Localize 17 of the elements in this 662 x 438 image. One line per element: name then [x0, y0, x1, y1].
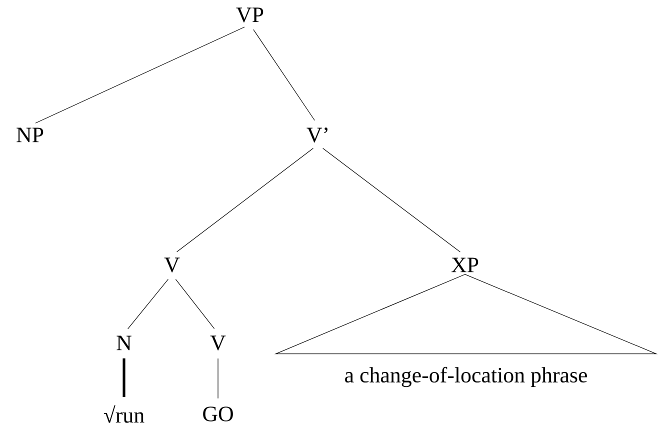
category-label: V — [210, 336, 226, 350]
branch-line — [128, 278, 169, 330]
branch-line — [175, 278, 215, 330]
branch-line — [253, 29, 315, 121]
branch-line — [176, 148, 314, 252]
category-label: NP — [16, 128, 44, 142]
branch-line — [122, 358, 126, 398]
category-label: V’ — [306, 128, 328, 142]
branch-line — [322, 148, 461, 252]
phrase-label: a change-of-location phrase — [345, 366, 587, 388]
category-label: N — [116, 336, 132, 350]
category-label: VP — [236, 8, 264, 22]
branch-line — [35, 26, 245, 124]
category-label: V — [164, 258, 180, 272]
word-label: GO — [203, 406, 233, 422]
word-label: √run — [104, 405, 144, 423]
category-label: XP — [451, 258, 478, 272]
